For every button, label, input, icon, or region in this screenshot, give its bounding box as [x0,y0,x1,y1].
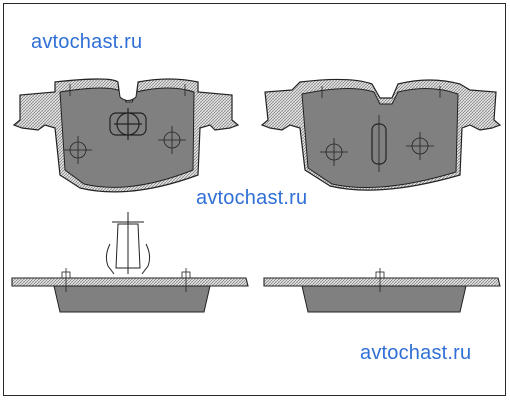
brake-pad-right-front-view [260,78,502,191]
drawing-frame [3,3,506,396]
side-backing-plate-left [11,277,249,287]
brake-pad-left-side-view [11,212,249,313]
watermark-top-left: avtochast.ru [31,31,143,53]
center-mark-right-a [320,138,348,166]
notch-left [117,81,139,101]
wear-sensor-clip [109,108,147,140]
wear-sensor-spring-clip [105,212,151,275]
friction-lining-left [59,87,195,188]
watermark-center: avtochast.ru [196,187,308,209]
watermark-bottom-right: avtochast.ru [360,342,472,364]
side-backing-plate-right [263,277,501,287]
center-mark-left-a [64,136,92,164]
friction-lining-right [301,87,459,189]
side-lining-right [301,285,467,313]
center-mark-left-b [158,126,186,154]
brake-pad-left-front-view [12,78,240,193]
brake-pad-right-side-view [263,268,501,313]
center-mark-right-b [406,132,434,160]
side-lining-left [53,285,211,313]
